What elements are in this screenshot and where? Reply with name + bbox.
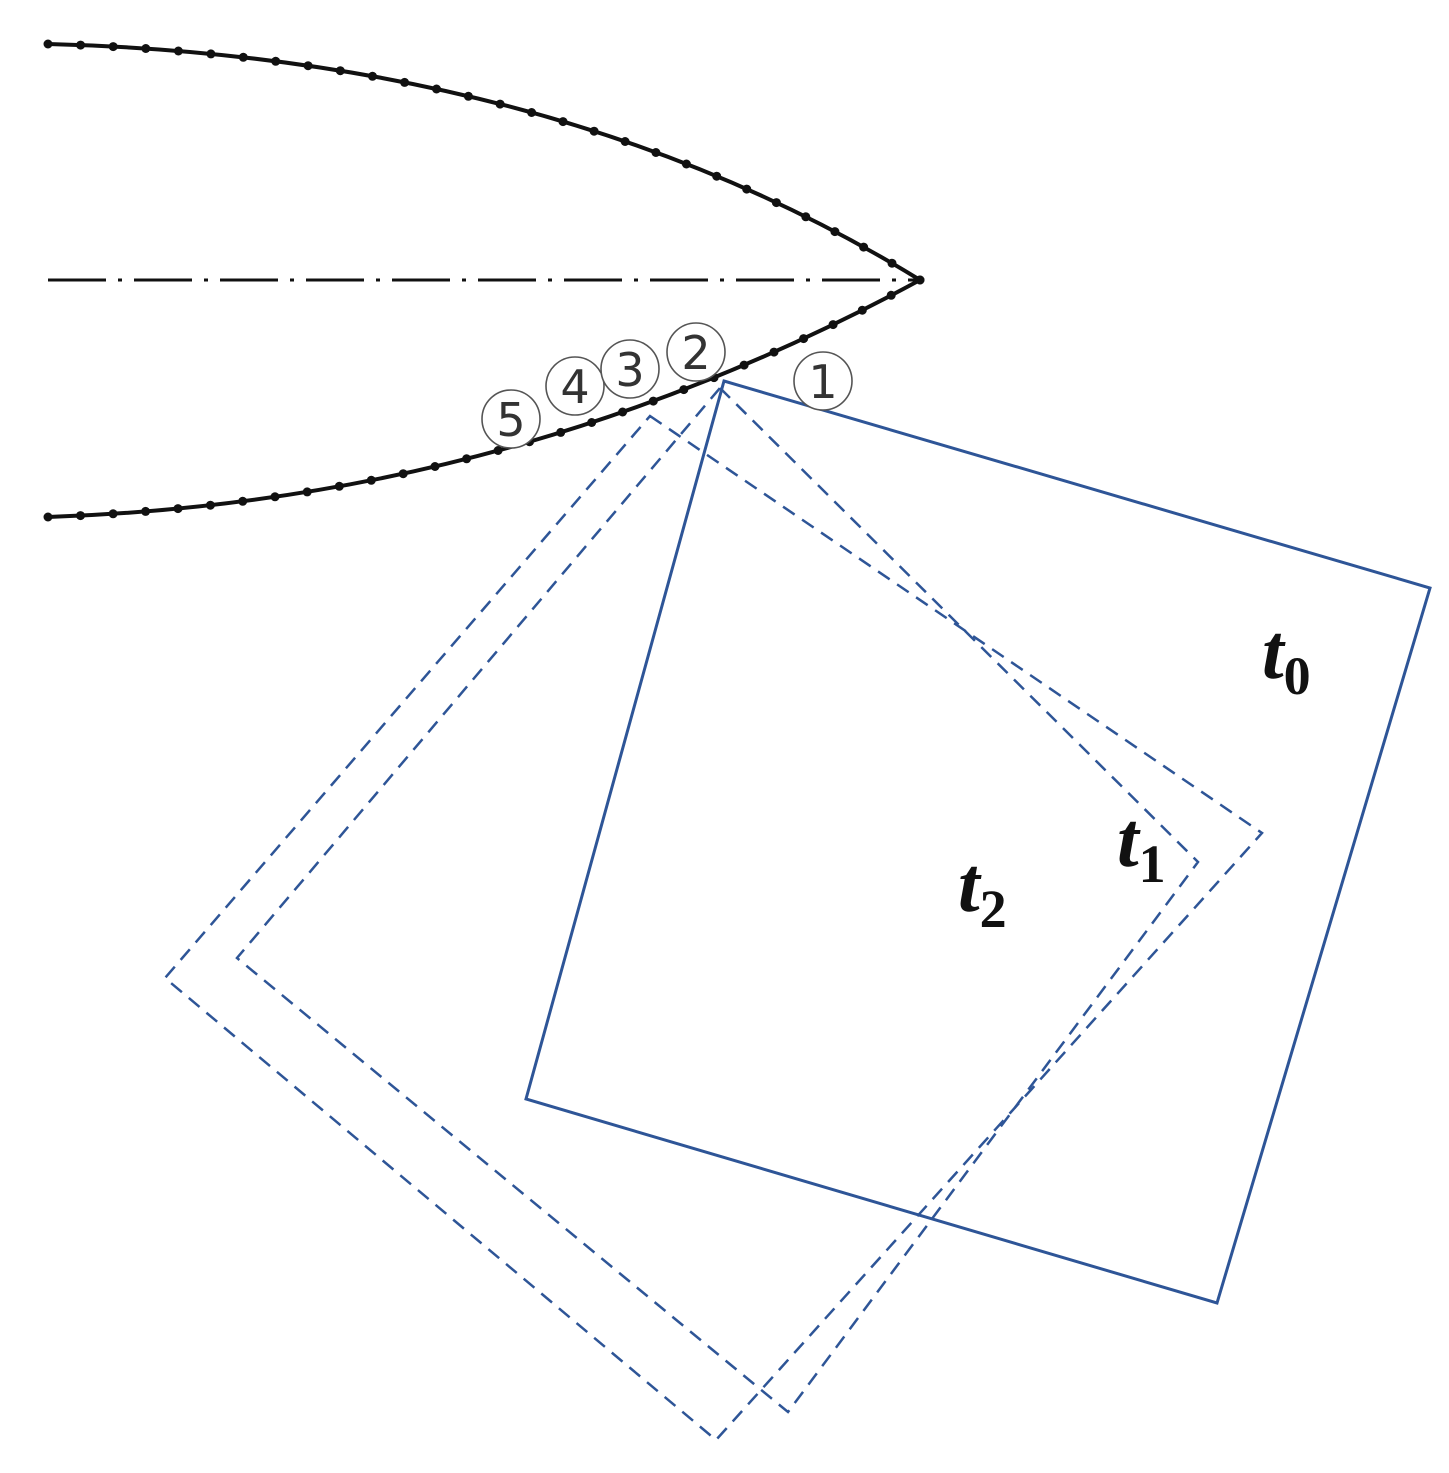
hull-node-dot — [108, 42, 118, 52]
hull-node-dot — [368, 71, 377, 81]
hull-node-dot — [769, 347, 779, 357]
label-t0-base: t — [1262, 608, 1286, 695]
hull-node-dot — [430, 462, 440, 471]
hull-node-dot — [799, 334, 809, 344]
hull-node-dot — [173, 504, 183, 514]
hull-node-dot — [334, 481, 344, 491]
marker-2-label: 2 — [681, 326, 710, 380]
hull-node-dot — [173, 46, 183, 56]
hull-node-dot — [558, 117, 568, 127]
hull-node-dot — [801, 212, 811, 222]
hull-node-dot — [495, 99, 505, 109]
hull-node-dot — [915, 275, 925, 285]
hull-node-dot — [830, 227, 840, 237]
label-t1-sub: 1 — [1139, 834, 1166, 894]
marker-4: 4 — [545, 356, 605, 416]
label-t2-sub: 2 — [980, 879, 1007, 939]
hull-node-dot — [366, 475, 376, 485]
label-t1: t1 — [1117, 796, 1166, 894]
hull-node-points — [43, 39, 925, 522]
marker-1-label: 1 — [808, 355, 837, 409]
hull-node-dot — [271, 56, 281, 66]
hull-node-dot — [648, 396, 658, 406]
marker-5: 5 — [481, 389, 541, 449]
hull-node-dot — [556, 427, 566, 437]
hull-node-dot — [141, 44, 151, 53]
hull-node-dot — [43, 512, 53, 522]
label-t0-sub: 0 — [1284, 646, 1311, 706]
hull-node-dot — [270, 492, 280, 502]
box-t1 — [235, 386, 1200, 1414]
hull-node-dot — [432, 84, 441, 94]
hull-node-dot — [303, 61, 313, 71]
hull-node-dot — [651, 148, 661, 157]
hull-node-dot — [887, 258, 897, 268]
hull-node-dot — [493, 446, 503, 455]
marker-2: 2 — [666, 322, 726, 382]
hull-node-dot — [712, 171, 722, 181]
marker-5-label: 5 — [496, 393, 525, 447]
hull-node-dot — [859, 242, 869, 252]
hull-node-dot — [205, 500, 215, 510]
label-t1-base: t — [1117, 796, 1141, 883]
hull-node-dot — [463, 91, 473, 101]
hull-node-dot — [828, 320, 838, 330]
hull-node-dot — [886, 290, 896, 300]
hull-node-dot — [587, 418, 597, 427]
hull-node-dot — [739, 360, 749, 370]
marker-3-label: 3 — [615, 343, 644, 397]
hull-node-dot — [238, 496, 248, 506]
marker-4-label: 4 — [560, 360, 589, 414]
hull-node-dot — [335, 66, 345, 76]
hull-upper-curve — [47, 42, 922, 282]
hull-node-dot — [589, 126, 599, 136]
hull-node-dot — [527, 108, 537, 117]
hull-node-dot — [302, 487, 312, 497]
hull-node-dot — [742, 184, 752, 194]
box-t0 — [524, 379, 1432, 1305]
box-t2 — [163, 414, 1264, 1442]
marker-1: 1 — [793, 351, 853, 411]
hull-node-dot — [206, 49, 216, 59]
hull-node-dot — [400, 77, 410, 87]
label-t2-base: t — [958, 841, 982, 928]
hull-node-dot — [681, 159, 691, 169]
label-t0: t0 — [1262, 608, 1311, 706]
hull-node-dot — [76, 511, 85, 521]
hull-node-dot — [618, 407, 628, 417]
hull-node-dot — [141, 506, 151, 516]
hull-node-dot — [679, 385, 689, 395]
hull-node-dot — [771, 198, 781, 208]
hull-node-dot — [398, 469, 408, 479]
hull-node-dot — [76, 40, 86, 50]
hull-node-dot — [43, 39, 53, 49]
hull-node-dot — [238, 52, 248, 62]
marker-3: 3 — [600, 339, 660, 399]
hull-node-dot — [108, 509, 118, 519]
hull-node-dot — [620, 137, 630, 146]
hull-node-dot — [462, 454, 472, 464]
hull-node-dot — [857, 305, 867, 315]
hull-lower-curve — [47, 278, 921, 519]
label-t2: t2 — [958, 841, 1007, 939]
